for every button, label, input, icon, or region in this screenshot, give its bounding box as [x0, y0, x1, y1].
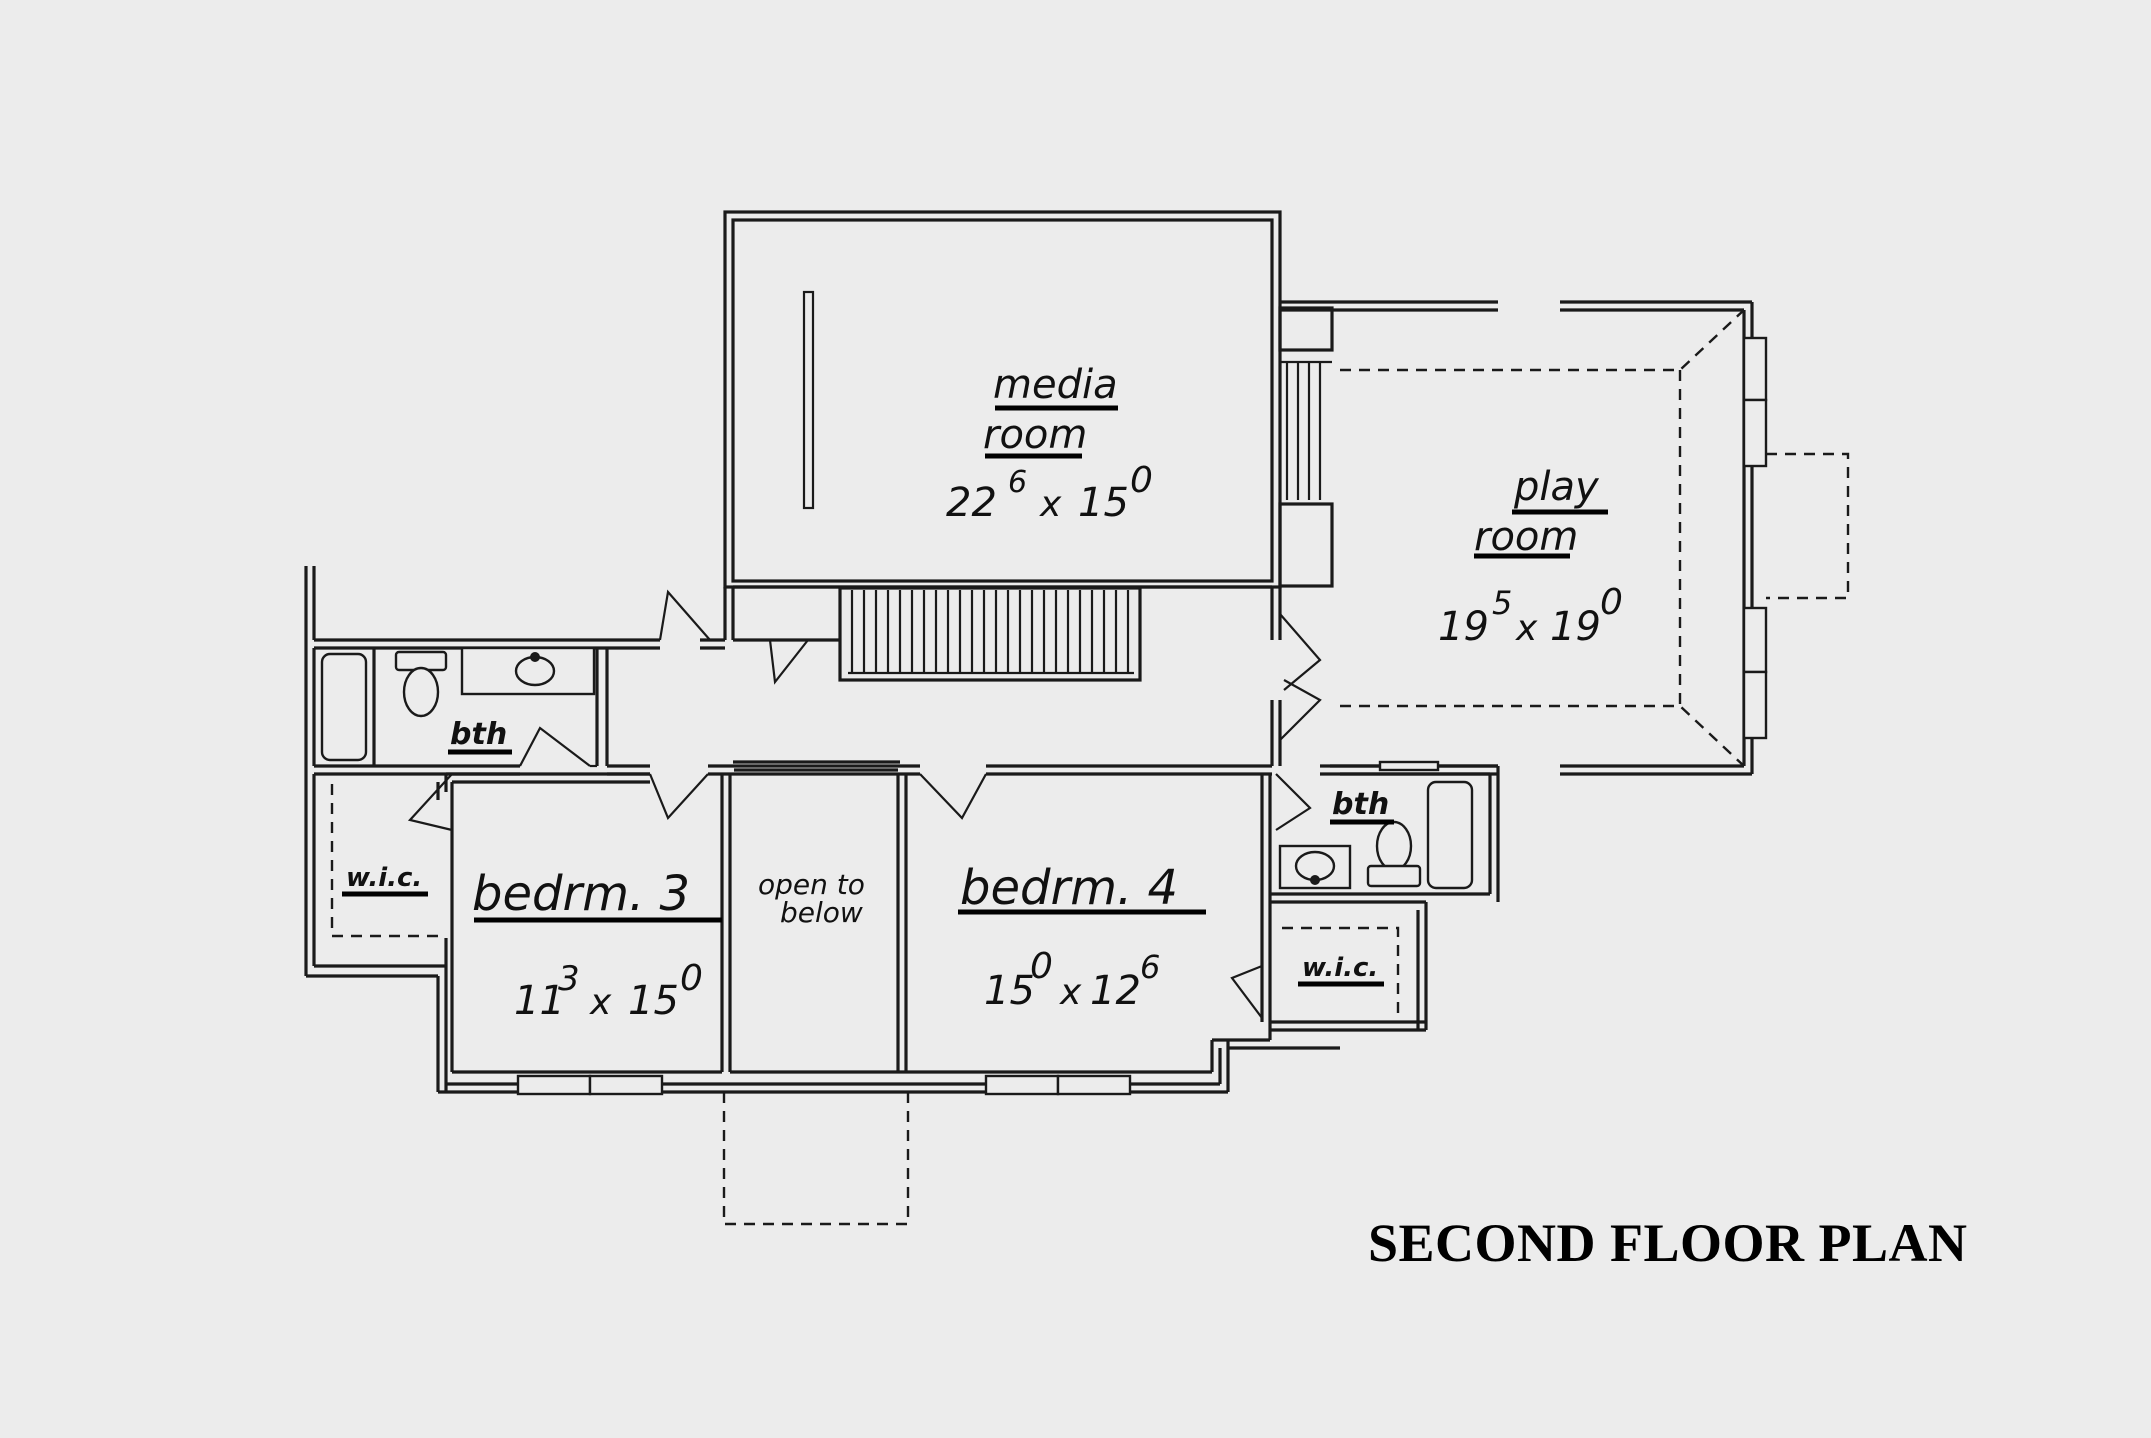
- dim-superscript: 0: [1600, 582, 1623, 623]
- bedroom-4-walls: [906, 773, 1340, 1096]
- dim-superscript: 6: [1008, 465, 1027, 500]
- dim-times: x: [1059, 972, 1082, 1013]
- dim-superscript: 0: [680, 958, 703, 999]
- play-room-label-line2: room: [1474, 514, 1578, 560]
- media-room-dimensions: 22 6 x 15 0: [946, 460, 1153, 526]
- left-wic: [306, 773, 453, 1092]
- dim-value: 12: [1090, 968, 1141, 1014]
- play-room-label-line1: play: [1513, 464, 1600, 510]
- dim-value: 19: [1550, 604, 1601, 650]
- open-to-below-line2: below: [780, 896, 863, 929]
- dim-superscript: 3: [558, 959, 580, 999]
- play-room-dimensions: 19 5 x 19 0: [1438, 582, 1623, 650]
- right-wic: [1270, 902, 1428, 1032]
- left-wic-label: w.i.c.: [346, 863, 422, 893]
- right-bath: [1270, 760, 1500, 904]
- dim-value: 15: [984, 968, 1035, 1014]
- dim-times: x: [1039, 484, 1062, 525]
- dim-superscript: 0: [1030, 946, 1053, 987]
- dim-value: 15: [1078, 480, 1129, 526]
- dim-value: 11: [514, 978, 565, 1024]
- room-labels: media room 22 6 x 15 0 play room 19 5 x …: [342, 362, 1623, 1024]
- bedroom-4-label: bedrm. 4: [960, 860, 1178, 916]
- left-bath-label: bth: [450, 717, 507, 752]
- open-to-below-area: [722, 768, 910, 1226]
- left-bath: [304, 566, 609, 976]
- right-bath-label: bth: [1332, 787, 1389, 822]
- dim-times: x: [589, 982, 612, 1023]
- open-to-below-line1: open to: [758, 868, 865, 901]
- dim-superscript: 5: [1492, 584, 1512, 622]
- bedroom-3-walls: [438, 772, 1228, 1096]
- media-room-label-line1: media: [993, 362, 1118, 408]
- hall-stairs: [607, 585, 1322, 821]
- media-room-label-line2: room: [983, 412, 1087, 458]
- dim-value: 22: [946, 480, 997, 526]
- dim-value: 19: [1438, 604, 1489, 650]
- bedroom-3-dimensions: 11 3 x 15 0: [514, 958, 703, 1024]
- bedroom-3-label: bedrm. 3: [472, 866, 690, 922]
- dim-times: x: [1515, 608, 1538, 649]
- play-room-walls: [1280, 300, 1850, 776]
- bedroom-4-dimensions: 15 0 x 12 6: [984, 946, 1160, 1014]
- dim-superscript: 6: [1140, 948, 1160, 986]
- plan-title: SECOND FLOOR PLAN: [1368, 1213, 1968, 1273]
- stair-landing: [1278, 306, 1334, 588]
- dim-value: 15: [628, 978, 679, 1024]
- right-wic-label: w.i.c.: [1302, 953, 1378, 983]
- dim-superscript: 0: [1130, 460, 1153, 501]
